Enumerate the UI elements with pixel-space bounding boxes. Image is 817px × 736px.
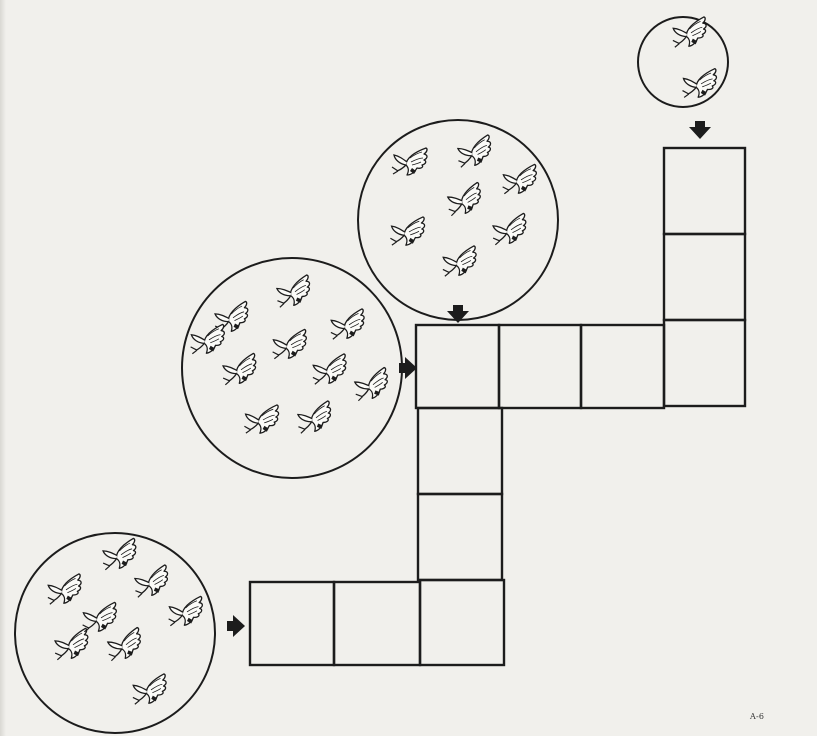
bird-icon (670, 17, 708, 49)
bird-icon (392, 148, 427, 175)
bird-icon (243, 405, 280, 434)
page-code: A-6 (750, 712, 764, 721)
answer-cell[interactable] (499, 325, 581, 408)
bird-group-bottom-left (15, 533, 215, 733)
bird-group-middle-left (182, 258, 402, 478)
bird-icon (310, 354, 348, 386)
arrow-right-icon (227, 615, 245, 637)
bird-icon (189, 324, 227, 355)
answer-cell[interactable] (334, 582, 420, 665)
bird-icon (444, 182, 485, 217)
bird-icon (52, 628, 91, 661)
bird-icon (104, 627, 145, 662)
bird-icon (131, 565, 171, 599)
bird-icon (351, 367, 392, 402)
bird-icon (271, 329, 309, 360)
bird-icon (454, 135, 494, 169)
bird-icon (681, 69, 718, 99)
answer-cell[interactable] (420, 580, 504, 665)
bird-icon (294, 401, 334, 435)
bird-icon (167, 596, 205, 627)
answer-cell[interactable] (664, 234, 745, 320)
bird-icon (130, 674, 168, 706)
bird-icon (440, 246, 478, 278)
answer-cell[interactable] (250, 582, 334, 665)
bird-icon (220, 353, 259, 386)
bird-group-top-right (638, 17, 728, 107)
answer-cell[interactable] (664, 320, 745, 406)
answer-cell[interactable] (581, 325, 664, 408)
answer-cell[interactable] (664, 148, 745, 234)
bird-icon (501, 164, 539, 195)
bird-icon (328, 309, 366, 341)
bird-icon (389, 217, 426, 246)
arrow-down-icon (689, 121, 711, 139)
bird-icon (273, 275, 313, 309)
bird-icon (100, 538, 139, 571)
bird-group-upper-middle (358, 120, 558, 320)
bird-icon (45, 574, 83, 606)
answer-cell[interactable] (418, 408, 502, 494)
answer-cell[interactable] (416, 325, 499, 408)
bird-icon (490, 213, 529, 246)
answer-cell[interactable] (418, 494, 502, 580)
